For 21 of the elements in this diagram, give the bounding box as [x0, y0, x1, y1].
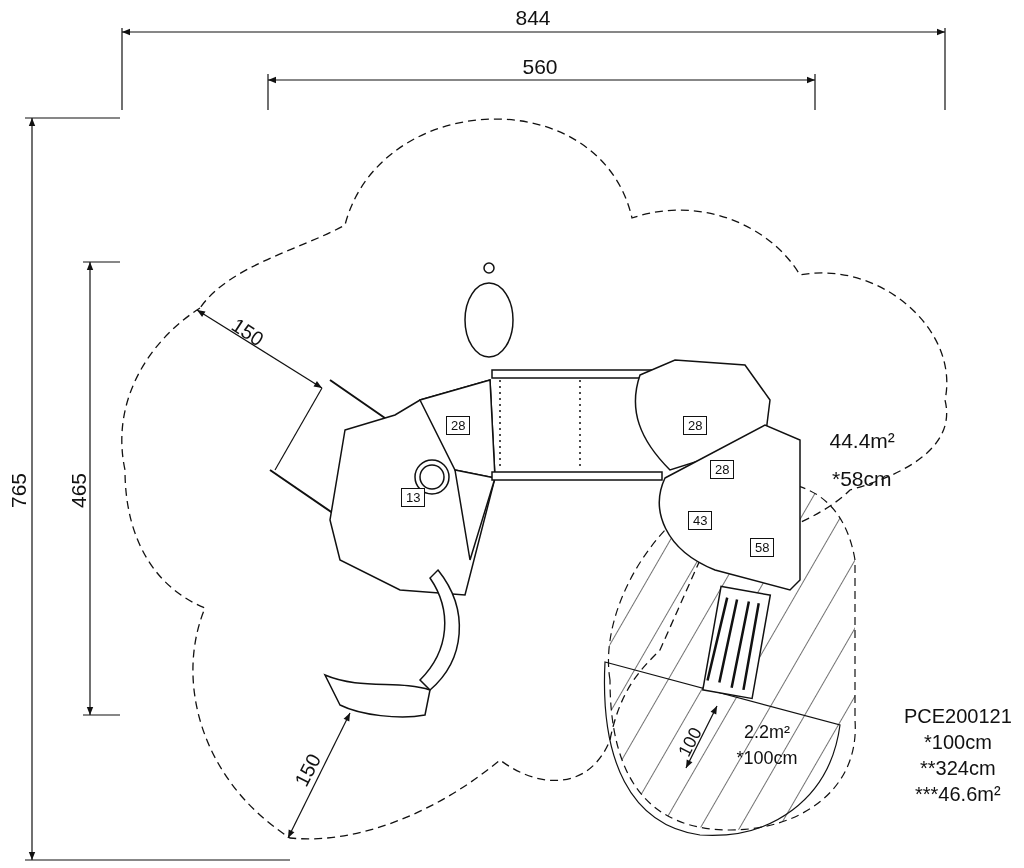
dimension-label: 44.4m²	[829, 429, 895, 451]
dimension-label: 150	[227, 314, 267, 350]
dimension-label: 100	[675, 724, 705, 760]
dimension-label: 765	[7, 472, 29, 508]
dimension-label: 844	[515, 6, 551, 28]
dimension-label: PCE200121	[904, 706, 1012, 726]
dimension-label: 465	[67, 472, 89, 508]
callout-number: 13	[401, 487, 426, 507]
dimension-label: 150	[290, 750, 324, 790]
dimension-label: *100cm	[736, 749, 798, 767]
dimension-label: 560	[522, 55, 558, 77]
dimension-label: *100cm	[924, 732, 992, 752]
callout-number: 28	[683, 415, 708, 435]
callout-number: 28	[446, 415, 471, 435]
dimension-label: ***46.6m²	[915, 784, 1001, 804]
callout-number: 58	[750, 537, 775, 557]
dimension-label: **324cm	[920, 758, 996, 778]
dimension-label: 2.2m²	[744, 723, 790, 741]
callout-number: 43	[688, 510, 713, 530]
callout-number: 28	[710, 459, 735, 479]
dimension-label: *58cm	[832, 467, 892, 489]
